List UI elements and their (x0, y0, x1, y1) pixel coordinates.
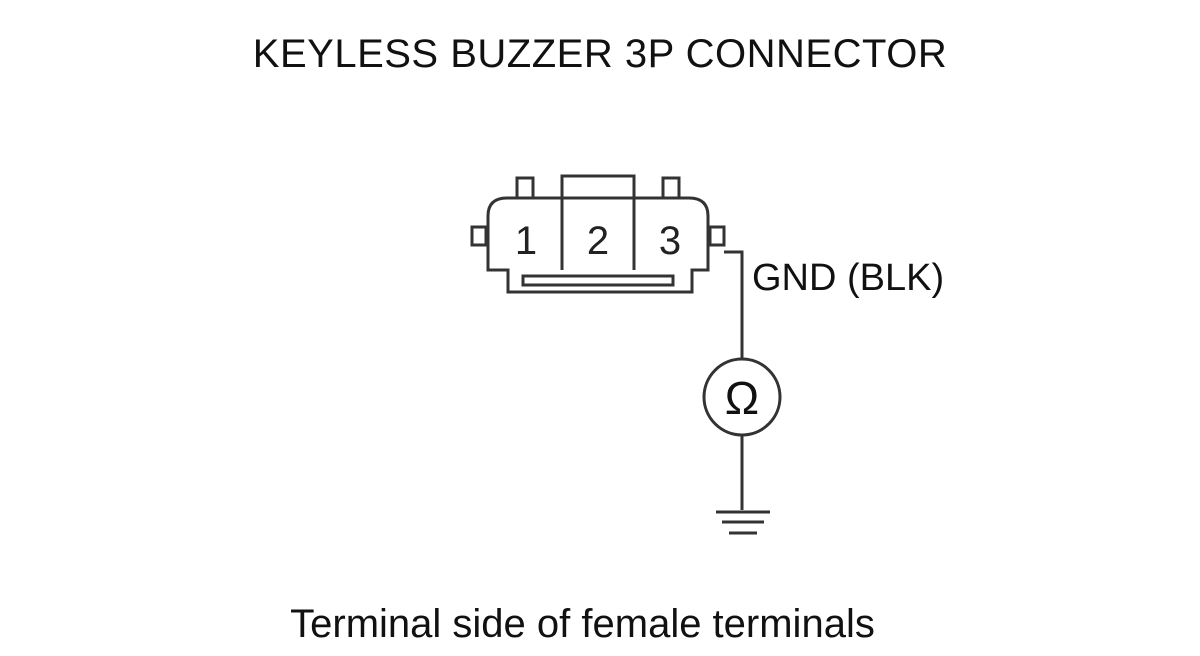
ohm-symbol: Ω (725, 372, 759, 424)
diagram-title: KEYLESS BUZZER 3P CONNECTOR (252, 32, 948, 76)
connector-left-ear (470, 225, 488, 247)
diagram-caption: Terminal side of female terminals (290, 602, 875, 646)
pin-label-2: 2 (587, 219, 609, 263)
connector-left-tab (515, 176, 535, 200)
pin-label-1: 1 (515, 219, 537, 263)
connector-center-key (560, 174, 636, 200)
connector-body (486, 196, 710, 294)
connector-bottom-rail (521, 274, 675, 287)
gnd-wire (724, 250, 744, 358)
gnd-wire-label: GND (BLK) (752, 257, 944, 299)
connector-right-ear (708, 225, 726, 247)
connector-right-tab (661, 176, 681, 200)
pin-label-3: 3 (659, 219, 681, 263)
ground-icon (716, 510, 770, 535)
